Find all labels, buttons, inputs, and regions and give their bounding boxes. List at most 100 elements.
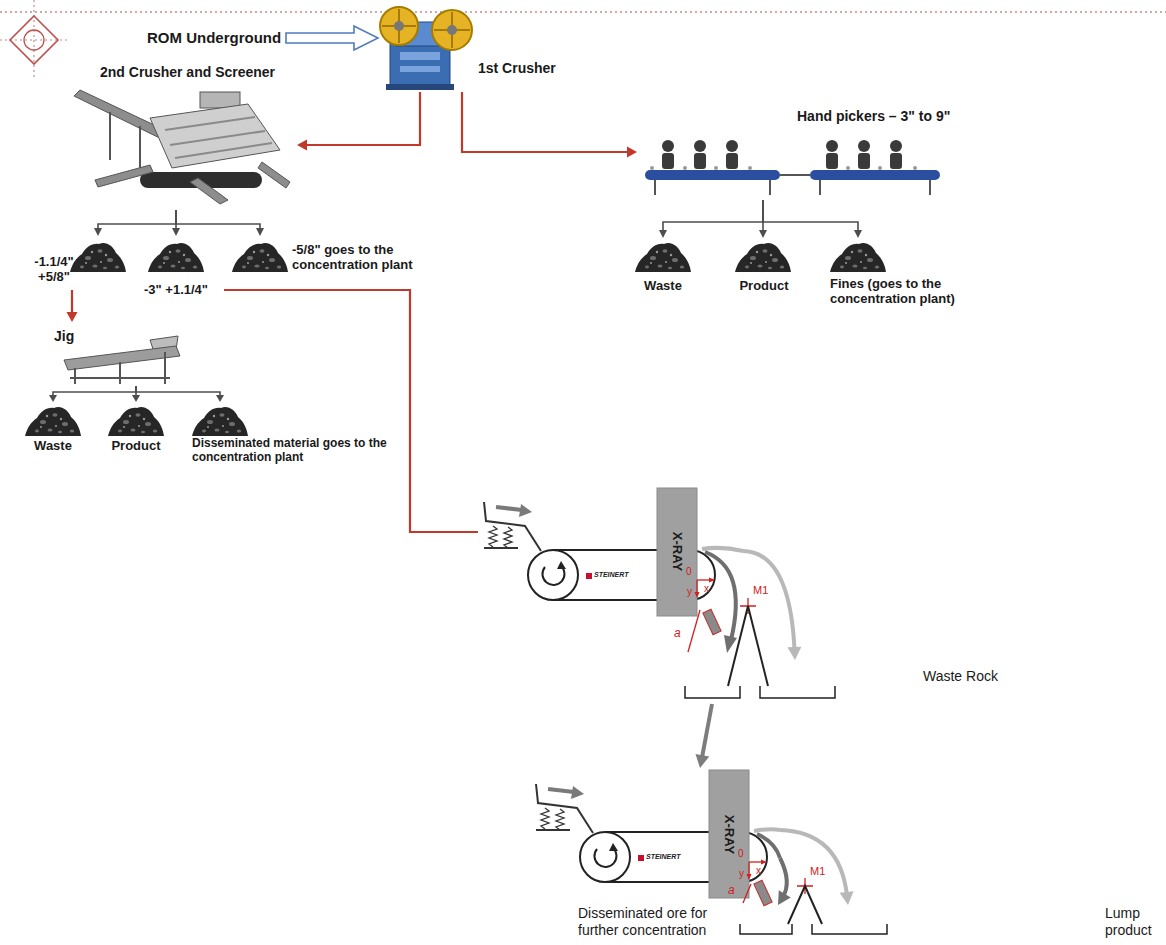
flow-connector — [763, 200, 862, 238]
xray-sorter-one-picture-part — [685, 686, 835, 698]
node-label: Waste Rock — [923, 668, 998, 685]
node-label: ROM Underground — [147, 29, 281, 47]
ore-piles-part — [148, 243, 204, 272]
output-pile: Fines (goes to the concentration plant) — [826, 238, 992, 310]
output-pile: Disseminated material goes to the concen… — [188, 402, 399, 468]
arrow-head — [659, 230, 667, 238]
flow-line — [136, 386, 220, 397]
arrow-head — [94, 228, 102, 236]
xray-sorter-one-picture-part — [728, 606, 768, 686]
feed-source: ROM Underground — [145, 27, 284, 49]
label-holder: x — [756, 865, 761, 876]
arrow-head — [216, 395, 224, 402]
sorter-output: Disseminated ore for further concentrati… — [578, 905, 795, 943]
label-holder: a — [728, 884, 735, 897]
output-pile: Waste — [18, 402, 90, 455]
flow-line — [98, 210, 176, 230]
hand-picking-conveyor-picture-part-part — [858, 153, 870, 169]
flow-connector — [778, 858, 791, 905]
flow-connector — [136, 386, 224, 402]
xray-sorter-one-picture-part — [724, 635, 737, 653]
reference-mark-part — [10, 16, 58, 64]
xray-sorter-one-picture-part — [484, 488, 715, 616]
label-holder: 0 — [686, 566, 692, 577]
arrow-head — [172, 228, 180, 236]
ore-piles — [25, 243, 886, 436]
jaw-crusher-picture-part — [432, 10, 472, 50]
ore-piles-part — [70, 243, 126, 272]
label-holder: M1 — [753, 584, 768, 596]
axis-name: x — [756, 865, 761, 876]
ore-piles-part — [25, 407, 81, 436]
node-label: Waste — [18, 438, 88, 453]
arrow-head — [696, 754, 710, 768]
secondary-crusher-screener: 2nd Crusher and Screener — [65, 60, 297, 210]
xray-sorter: X-RAY — [478, 486, 743, 704]
xray-sorter-two-picture-part — [743, 884, 751, 903]
size-fraction-pile: -5/8" goes to the concentration plant — [230, 236, 475, 276]
ore-piles-part — [635, 243, 691, 272]
node-label: Hand pickers – 3" to 9" — [797, 108, 950, 125]
dimension-label: a — [674, 627, 681, 640]
hand-picking-conveyor-picture-part-part — [662, 153, 674, 169]
xray-sorter-one-picture-part — [703, 609, 721, 635]
hand-picking-conveyor-picture-part — [655, 180, 930, 195]
xray-sorter-two-picture-part — [788, 886, 822, 924]
hand-picking-conveyor-picture-part-part — [826, 153, 838, 169]
sorter-output: Waste Rock — [756, 660, 1018, 702]
trajectory-line — [780, 858, 787, 897]
flow-line — [462, 92, 630, 152]
xray-sorter-two-picture-part — [754, 829, 780, 831]
hand-picking-conveyor-picture-part-part — [714, 166, 718, 170]
hand-picking-conveyor-picture-part-part — [858, 140, 870, 152]
reference-mark-part — [24, 30, 44, 50]
node-label: 2nd Crusher and Screener — [100, 64, 275, 81]
hand-picking-conveyor-picture-part — [645, 170, 780, 180]
hand-picking-conveyor-picture-part-part — [694, 140, 706, 152]
node-label: Lump product — [1105, 905, 1161, 939]
arrow-head — [256, 228, 264, 236]
sorter-output: Lump product — [808, 905, 1163, 943]
brand-logo: STEINERT — [594, 571, 629, 579]
mobile-screener-picture-part — [175, 143, 272, 158]
feed-arrow — [286, 26, 378, 50]
arrow-head — [132, 395, 140, 402]
flow-connector — [224, 290, 478, 532]
flow-line — [763, 200, 858, 232]
mobile-screener-picture-part — [190, 178, 228, 204]
output-pile: Waste — [628, 238, 700, 296]
hand-picking-conveyor-picture-part-part — [890, 140, 902, 152]
hand-picking-belt: Hand pickers – 3" to 9" — [637, 105, 967, 200]
mobile-screener-picture-part — [170, 131, 265, 145]
xray-sorter-one-picture-part — [688, 610, 700, 652]
axis-origin: 0 — [738, 848, 744, 859]
xray-sorter-two-picture-part — [740, 924, 887, 934]
sorter-band-label: X-RAY — [722, 814, 737, 853]
hand-picking-conveyor-picture-part-part — [846, 166, 850, 170]
jig-picture-part — [70, 377, 170, 379]
arrow-head — [787, 647, 801, 660]
label-holder: M1 — [810, 865, 825, 877]
label-holder: y — [687, 586, 692, 597]
hand-picking-conveyor-picture-part-part — [662, 140, 674, 152]
node-label: -3" +1.1/4" — [130, 282, 222, 297]
arrow-head — [759, 230, 767, 238]
flow-connector — [297, 92, 420, 151]
flow-line — [176, 210, 260, 230]
reference-mark-part — [33, 0, 34, 78]
node-label: 1st Crusher — [478, 60, 556, 77]
hand-picking-conveyor-picture-part-part — [890, 153, 902, 169]
node-label: Disseminated ore for further concentrati… — [578, 905, 723, 939]
node-label: Jig — [54, 328, 74, 345]
arrow-head — [854, 230, 862, 238]
arrow-head — [67, 312, 78, 322]
hand-picking-conveyor-picture-part-part — [726, 153, 738, 169]
arrow-head — [840, 891, 854, 905]
hand-picking-conveyor-picture-part-part — [650, 166, 654, 170]
mobile-screener-picture-part — [165, 117, 255, 130]
axis-name: y — [687, 586, 692, 597]
flow-line — [53, 386, 136, 397]
xray-sorter-two-picture-part — [536, 770, 767, 898]
